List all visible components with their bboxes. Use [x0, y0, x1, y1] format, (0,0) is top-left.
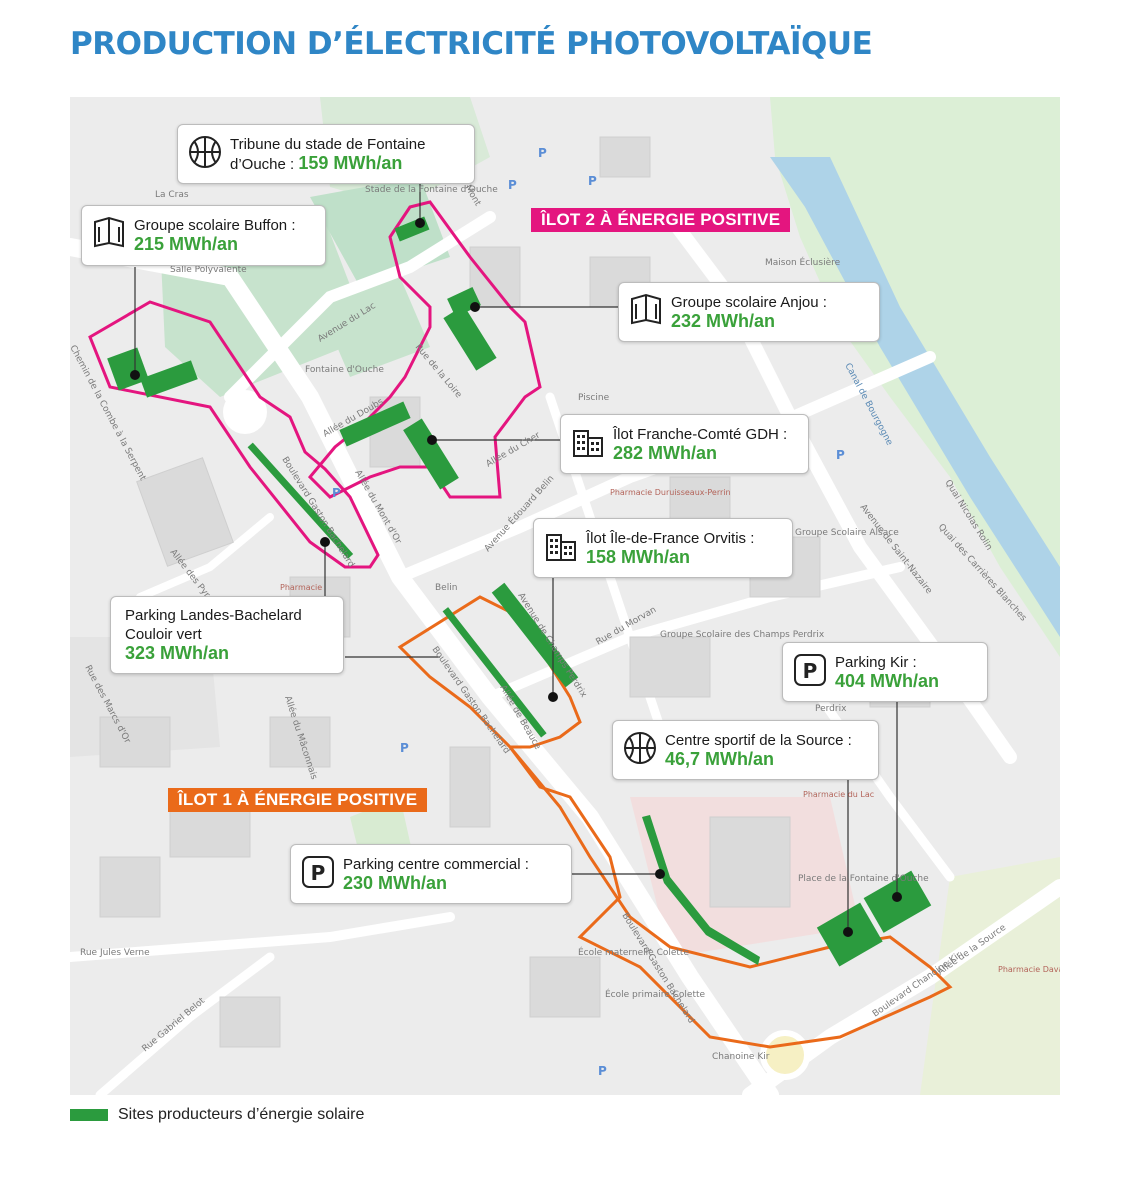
callout-parking-centre-commercial[interactable]: P Parking centre commercial :230 MWh/an	[290, 844, 572, 904]
solar-site-orvitis	[491, 582, 579, 688]
basketball-icon	[188, 135, 222, 174]
ilot2-outline-west	[88, 300, 380, 569]
basketball-icon	[623, 731, 657, 770]
parking-marker: P	[836, 448, 845, 462]
parking-marker: P	[598, 1064, 607, 1078]
site-value: 230 MWh/an	[343, 872, 448, 893]
label-pharmacie-davanture: Pharmacie Davanture	[998, 965, 1060, 974]
solar-site-buffon-a	[107, 347, 149, 391]
legend: Sites producteurs d’énergie solaire	[70, 1106, 364, 1124]
solar-sites	[107, 216, 932, 967]
label-ecole-primaire: École primaire Colette	[605, 988, 706, 1000]
anchor-points	[130, 218, 902, 937]
label-pharmacie: Pharmacie	[280, 583, 322, 592]
site-label: Parking Landes-Bachelard Couloir vert	[125, 607, 302, 643]
site-label: Tribune du stade de Fontaine d’Ouche :	[230, 135, 426, 173]
label-chanoine-kir: Chanoine Kir	[712, 1052, 770, 1062]
label-groupe-scolaire-alsace: Groupe Scolaire Alsace	[795, 528, 899, 538]
site-label: Îlot Île-de-France Orvitis :	[586, 529, 755, 547]
solar-site-couloir-vert	[247, 442, 354, 559]
parking-marker: P	[538, 146, 547, 160]
solar-site-anjou-a	[447, 287, 481, 317]
label-pharmacie-du-lac: Pharmacie du Lac	[803, 790, 874, 799]
callout-parking-kir[interactable]: P Parking Kir :404 MWh/an	[782, 642, 988, 702]
parking-markers: P P P P P P P	[332, 146, 845, 1078]
green-area	[320, 277, 430, 377]
callout-ilot-ile-de-france[interactable]: Îlot Île-de-France Orvitis :158 MWh/an	[533, 518, 793, 578]
svg-text:P: P	[803, 659, 818, 683]
site-label: Groupe scolaire Buffon :	[134, 217, 296, 234]
site-label: Parking centre commercial :	[343, 855, 529, 873]
solar-site-franche-comte-b	[403, 418, 459, 490]
callout-ilot-franche-comte[interactable]: Îlot Franche-Comté GDH :282 MWh/an	[560, 414, 809, 474]
parking-icon: P	[301, 855, 335, 894]
book-icon	[92, 216, 126, 255]
site-value: 323 MWh/an	[125, 643, 230, 663]
site-label: Parking Kir :	[835, 653, 917, 671]
building-icon	[544, 529, 578, 568]
site-value: 159 MWh/an	[298, 152, 403, 173]
legend-swatch	[70, 1109, 108, 1121]
map-canvas: P P P P P P P Avenue du Lac Rue de la Lo…	[61, 97, 1085, 1104]
callout-groupe-scolaire-buffon[interactable]: Groupe scolaire Buffon :215 MWh/an	[81, 205, 326, 266]
solar-site-centre-commercial	[642, 815, 760, 965]
label-stade: Stade de la Fontaine d'Ouche	[365, 185, 498, 195]
site-value: 404 MWh/an	[835, 670, 940, 691]
solar-site-franche-comte-a	[339, 401, 411, 447]
callout-groupe-scolaire-anjou[interactable]: Groupe scolaire Anjou :232 MWh/an	[618, 282, 880, 342]
ilot2-label: ÎLOT 2 À ÉNERGIE POSITIVE	[531, 208, 791, 232]
label-groupe-scolaire-champs-perdrix: Groupe Scolaire des Champs Perdrix	[660, 630, 825, 640]
page-title: PRODUCTION D’ÉLECTRICITÉ PHOTOVOLTAÏQUE	[70, 26, 873, 62]
roundabout	[223, 390, 267, 434]
label-belin: Belin	[435, 583, 457, 593]
parking-icon: P	[793, 653, 827, 692]
parking-marker: P	[588, 174, 597, 188]
site-label: Îlot Franche-Comté GDH :	[613, 425, 788, 443]
roundabout	[760, 1030, 810, 1080]
svg-text:P: P	[311, 861, 326, 885]
site-label: Groupe scolaire Anjou :	[671, 293, 827, 311]
label-salle-polyvalente: Salle Polyvalente	[170, 265, 247, 275]
label-perdrix: Perdrix	[815, 704, 847, 714]
site-value: 46,7 MWh/an	[665, 748, 775, 769]
ilot1-label: ÎLOT 1 À ÉNERGIE POSITIVE	[168, 788, 428, 812]
label-rue-jules-verne: Rue Jules Verne	[80, 948, 150, 958]
solar-site-buffon-b	[140, 360, 198, 398]
callout-tribune-stade[interactable]: Tribune du stade de Fontaine d’Ouche : 1…	[177, 124, 475, 184]
canal	[770, 157, 1060, 637]
parking-marker: P	[332, 486, 341, 500]
label-ecole-maternelle: École maternelle Colette	[578, 946, 689, 958]
label-fontaine-douche: Fontaine d'Ouche	[305, 365, 384, 375]
label-la-cras: La Cras	[155, 190, 189, 200]
label-piscine: Piscine	[578, 393, 610, 403]
parking-marker: P	[508, 178, 517, 192]
label-maison-eclusiere: Maison Éclusière	[765, 256, 841, 268]
site-value: 158 MWh/an	[586, 546, 691, 567]
parking-marker: P	[400, 741, 409, 755]
map[interactable]: P P P P P P P Avenue du Lac Rue de la Lo…	[61, 97, 1085, 1104]
label-place-fontaine: Place de la Fontaine d'Ouche	[798, 874, 929, 884]
label-pharmacie-duruisseaux: Pharmacie Duruisseaux-Perrin	[610, 488, 731, 497]
site-value: 232 MWh/an	[671, 310, 776, 331]
ilot1-outline	[397, 595, 953, 1049]
solar-site-landes-bachelard	[442, 607, 547, 738]
site-value: 215 MWh/an	[134, 234, 239, 254]
callout-centre-sportif-source[interactable]: Centre sportif de la Source :46,7 MWh/an	[612, 720, 879, 780]
building-icon	[571, 425, 605, 464]
site-label: Centre sportif de la Source :	[665, 731, 852, 749]
legend-label: Sites producteurs d’énergie solaire	[118, 1106, 365, 1123]
solar-site-anjou-b	[443, 305, 497, 371]
site-value: 282 MWh/an	[613, 442, 718, 463]
book-icon	[629, 293, 663, 332]
